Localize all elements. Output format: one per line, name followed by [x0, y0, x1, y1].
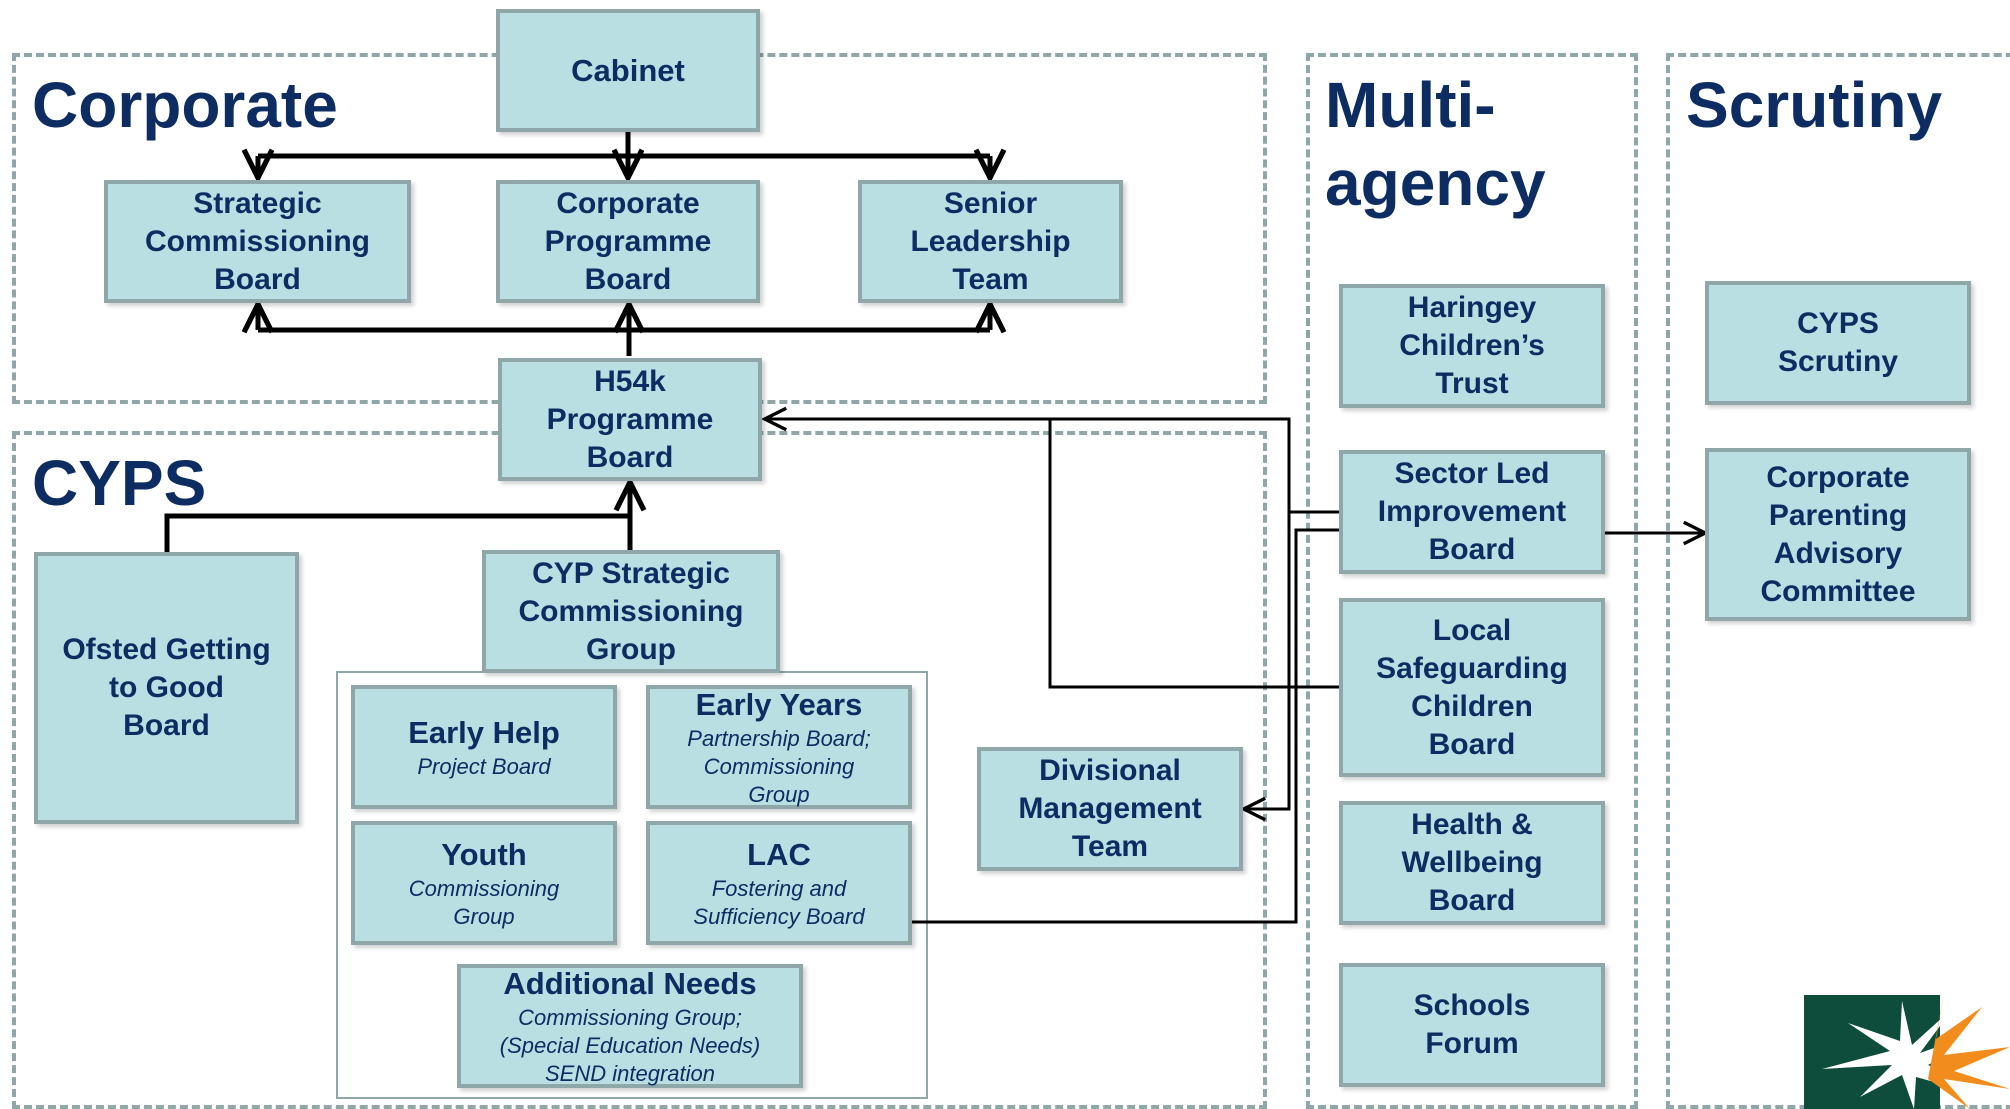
youth-label: Youth [441, 837, 527, 872]
additional-needs-box: Additional Needs Commissioning Group; (S… [457, 964, 803, 1088]
ofsted-board-label: Ofsted Getting to Good Board [62, 633, 271, 742]
haringey-childrens-trust-label: Haringey Children’s Trust [1399, 291, 1545, 400]
strategic-commissioning-board-box: Strategic Commissioning Board [104, 180, 411, 303]
council-logo [1804, 993, 2010, 1109]
corporate-parenting-advisory-committee-box: Corporate Parenting Advisory Committee [1705, 448, 1971, 621]
sector-led-improvement-board-label: Sector Led Improvement Board [1377, 457, 1567, 566]
lac-box: LAC Fostering and Sufficiency Board [646, 821, 912, 945]
council-logo-mark [1804, 993, 2010, 1109]
corporate-programme-board-box: Corporate Programme Board [496, 180, 760, 303]
senior-leadership-team-box: Senior Leadership Team [858, 180, 1123, 303]
early-years-sublabel: Partnership Board; Commissioning Group [687, 726, 871, 807]
strategic-commissioning-board-label: Strategic Commissioning Board [144, 186, 370, 296]
youth-sublabel: Commissioning Group [408, 876, 560, 929]
youth-box: Youth Commissioning Group [351, 821, 617, 945]
haringey-childrens-trust-box: Haringey Children’s Trust [1339, 284, 1605, 408]
divisional-management-team-box: Divisional Management Team [977, 747, 1243, 871]
schools-forum-label: Schools Forum [1413, 989, 1531, 1060]
early-help-sublabel: Project Board [417, 754, 551, 779]
cyps-scrutiny-label: CYPS Scrutiny [1777, 307, 1899, 378]
cabinet-label: Cabinet [571, 52, 685, 88]
cyp-strategic-commissioning-group-label: CYP Strategic Commissioning Group [518, 556, 744, 666]
multi-agency-region-title: Multi- agency [1325, 69, 1546, 219]
schools-forum-box: Schools Forum [1339, 963, 1605, 1087]
senior-leadership-team-label: Senior Leadership Team [910, 186, 1071, 296]
h54k-programme-board-label: H54k Programme Board [546, 364, 714, 474]
local-safeguarding-children-board-label: Local Safeguarding Children Board [1376, 613, 1568, 761]
lac-sublabel: Fostering and Sufficiency Board [693, 876, 865, 929]
lac-label: LAC [747, 837, 811, 872]
corporate-programme-board-label: Corporate Programme Board [544, 186, 712, 296]
early-years-label: Early Years [695, 687, 863, 722]
early-help-box: Early Help Project Board [351, 685, 617, 809]
health-wellbeing-board-box: Health & Wellbeing Board [1339, 801, 1605, 925]
cabinet-box: Cabinet [496, 9, 760, 132]
divisional-management-team-label: Divisional Management Team [1018, 754, 1202, 863]
ofsted-board-box: Ofsted Getting to Good Board [34, 552, 299, 824]
early-years-box: Early Years Partnership Board; Commissio… [646, 685, 912, 809]
early-help-label: Early Help [408, 715, 560, 750]
additional-needs-label: Additional Needs [503, 966, 757, 1001]
corporate-region-title: Corporate [32, 69, 338, 141]
health-wellbeing-board-label: Health & Wellbeing Board [1401, 808, 1543, 917]
corporate-parenting-advisory-committee-label: Corporate Parenting Advisory Committee [1760, 460, 1916, 608]
sector-led-improvement-board-box: Sector Led Improvement Board [1339, 450, 1605, 574]
local-safeguarding-children-board-box: Local Safeguarding Children Board [1339, 598, 1605, 777]
h54k-programme-board-box: H54k Programme Board [498, 358, 762, 481]
cyps-scrutiny-box: CYPS Scrutiny [1705, 281, 1971, 405]
cyps-region-title: CYPS [32, 447, 207, 519]
scrutiny-region-title: Scrutiny [1686, 69, 1943, 141]
cyp-strategic-commissioning-group-box: CYP Strategic Commissioning Group [482, 550, 780, 673]
additional-needs-sublabel: Commissioning Group; (Special Education … [499, 1005, 761, 1086]
